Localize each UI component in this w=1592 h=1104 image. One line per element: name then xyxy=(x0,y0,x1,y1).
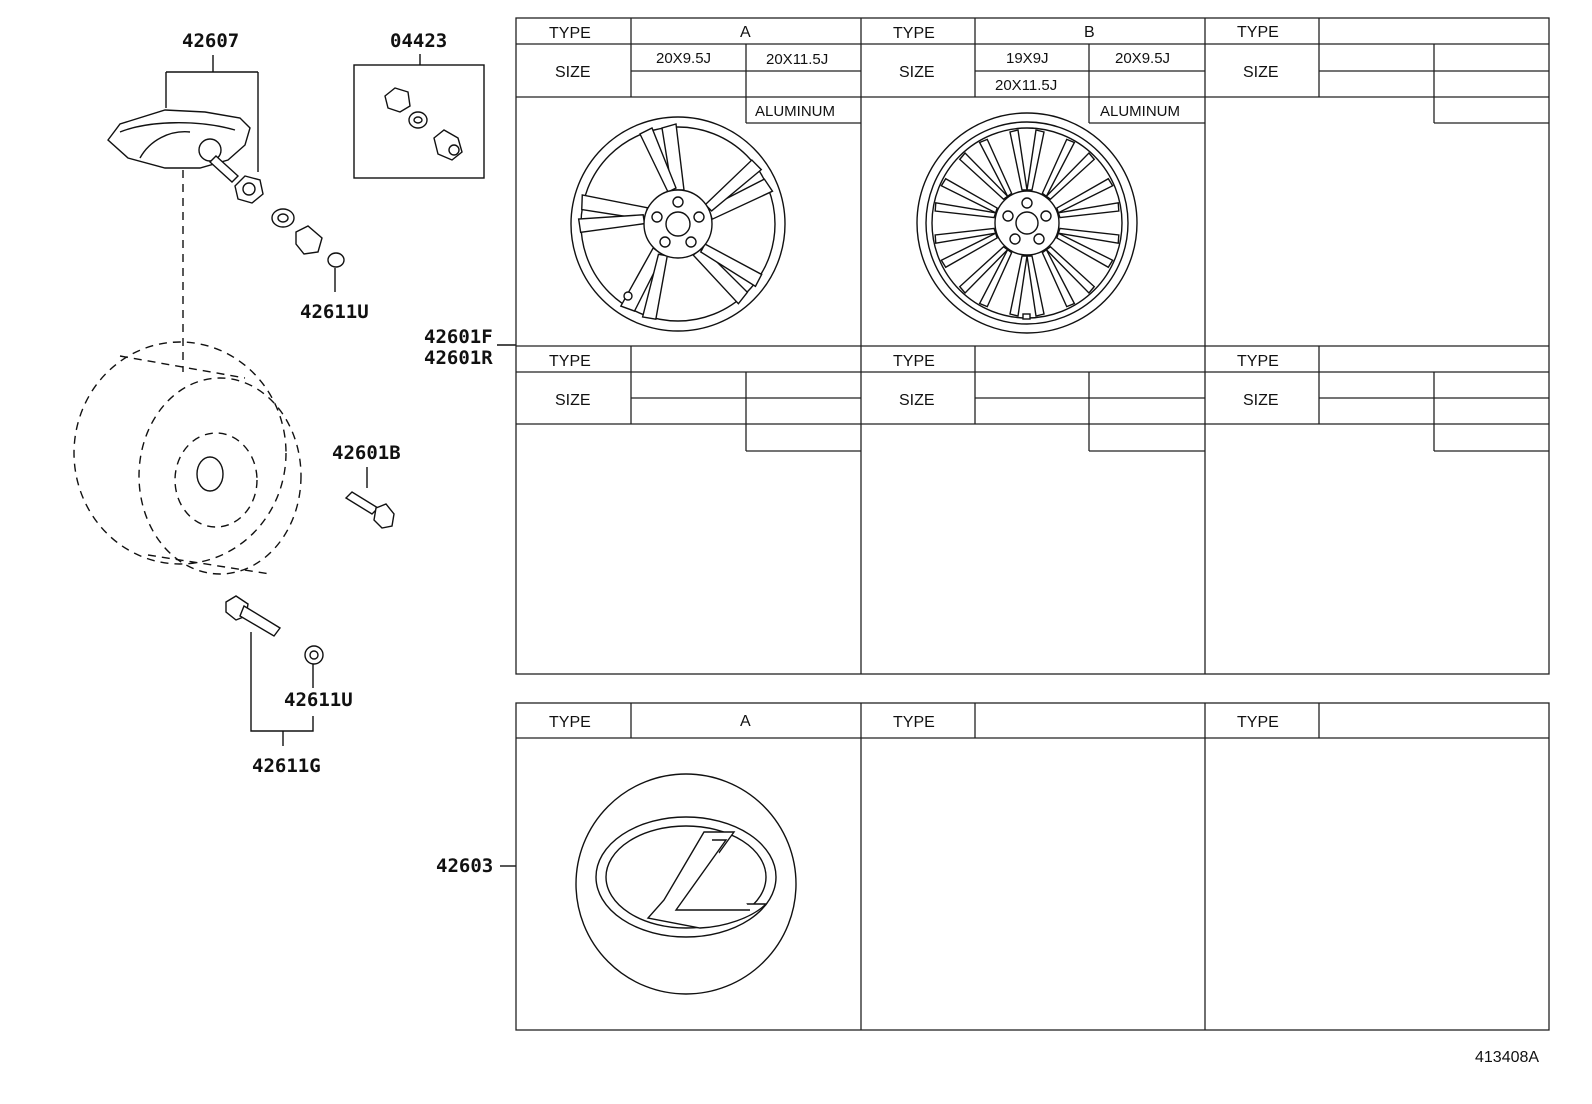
callout-42601F-R[interactable]: 42601F 42601R xyxy=(424,326,516,369)
size-b-20x9.5j: 20X9.5J xyxy=(1115,50,1170,67)
wheel-table xyxy=(515,17,1550,675)
part-number-42611G: 42611G xyxy=(252,755,321,777)
size-label: SIZE xyxy=(1243,392,1279,409)
type-label: TYPE xyxy=(1237,353,1279,370)
part-number-42611U-top: 42611U xyxy=(300,301,369,323)
part-number-42601R: 42601R xyxy=(424,347,493,369)
callout-42611U-top[interactable]: 42611U xyxy=(300,268,369,323)
wheel-type-b-icon[interactable] xyxy=(916,112,1138,334)
repair-kit-icon xyxy=(384,87,463,161)
cap-type-value-a: A xyxy=(740,713,751,730)
cap-table xyxy=(515,702,1550,1031)
part-number-42603: 42603 xyxy=(436,855,493,877)
type-label: TYPE xyxy=(1237,24,1279,41)
part-number-42601F: 42601F xyxy=(424,326,493,348)
type-value-b: B xyxy=(1084,24,1095,41)
type-label: TYPE xyxy=(893,25,935,42)
callout-42603[interactable]: 42603 xyxy=(436,855,516,877)
valve-core-icon xyxy=(295,225,345,268)
part-number-42607: 42607 xyxy=(182,30,239,52)
part-number-04423: 04423 xyxy=(390,30,447,52)
size-label: SIZE xyxy=(1243,64,1279,81)
material-a: ALUMINUM xyxy=(755,103,835,120)
size-label: SIZE xyxy=(555,392,591,409)
wheel-type-a-icon[interactable] xyxy=(570,116,786,332)
type-label: TYPE xyxy=(893,714,935,731)
wheel-assembly-icon[interactable] xyxy=(73,341,302,575)
lug-bolt-icon xyxy=(344,491,395,529)
type-label: TYPE xyxy=(549,714,591,731)
part-number-42601B: 42601B xyxy=(332,442,401,464)
material-b: ALUMINUM xyxy=(1100,103,1180,120)
valve-cap-icon xyxy=(304,645,324,665)
callout-42611U-bottom[interactable]: 42611U xyxy=(284,664,353,711)
callout-42611G[interactable]: 42611G xyxy=(250,632,321,777)
size-b-20x11.5j: 20X11.5J xyxy=(995,77,1057,94)
type-label: TYPE xyxy=(893,353,935,370)
wheel-table-text: TYPE TYPE TYPE A B SIZE SIZE SIZE 20X9.5… xyxy=(549,24,1279,409)
type-label: TYPE xyxy=(549,353,591,370)
type-label: TYPE xyxy=(549,25,591,42)
size-label: SIZE xyxy=(899,392,935,409)
tpms-sensor-icon[interactable] xyxy=(107,109,251,183)
callout-42607[interactable]: 42607 xyxy=(165,30,259,172)
callout-04423[interactable]: 04423 xyxy=(353,30,485,179)
repair-kit-box xyxy=(353,64,485,179)
cap-table-text: TYPE TYPE TYPE A xyxy=(549,713,1279,731)
diagram-id: 413408A xyxy=(1475,1049,1539,1066)
size-a-20x11.5j: 20X11.5J xyxy=(766,51,828,68)
valve-nut-icon xyxy=(234,175,264,204)
type-value-a: A xyxy=(740,24,751,41)
size-a-20x9.5j: 20X9.5J xyxy=(656,50,711,67)
valve-stem-icon xyxy=(225,595,282,637)
size-label: SIZE xyxy=(555,64,591,81)
part-number-42611U-bottom: 42611U xyxy=(284,689,353,711)
size-label: SIZE xyxy=(899,64,935,81)
type-label: TYPE xyxy=(1237,714,1279,731)
washer-icon xyxy=(271,208,295,228)
center-cap-emblem-icon[interactable] xyxy=(575,773,797,995)
size-b-19x9j: 19X9J xyxy=(1006,50,1049,67)
callout-42601B[interactable]: 42601B xyxy=(332,442,401,488)
